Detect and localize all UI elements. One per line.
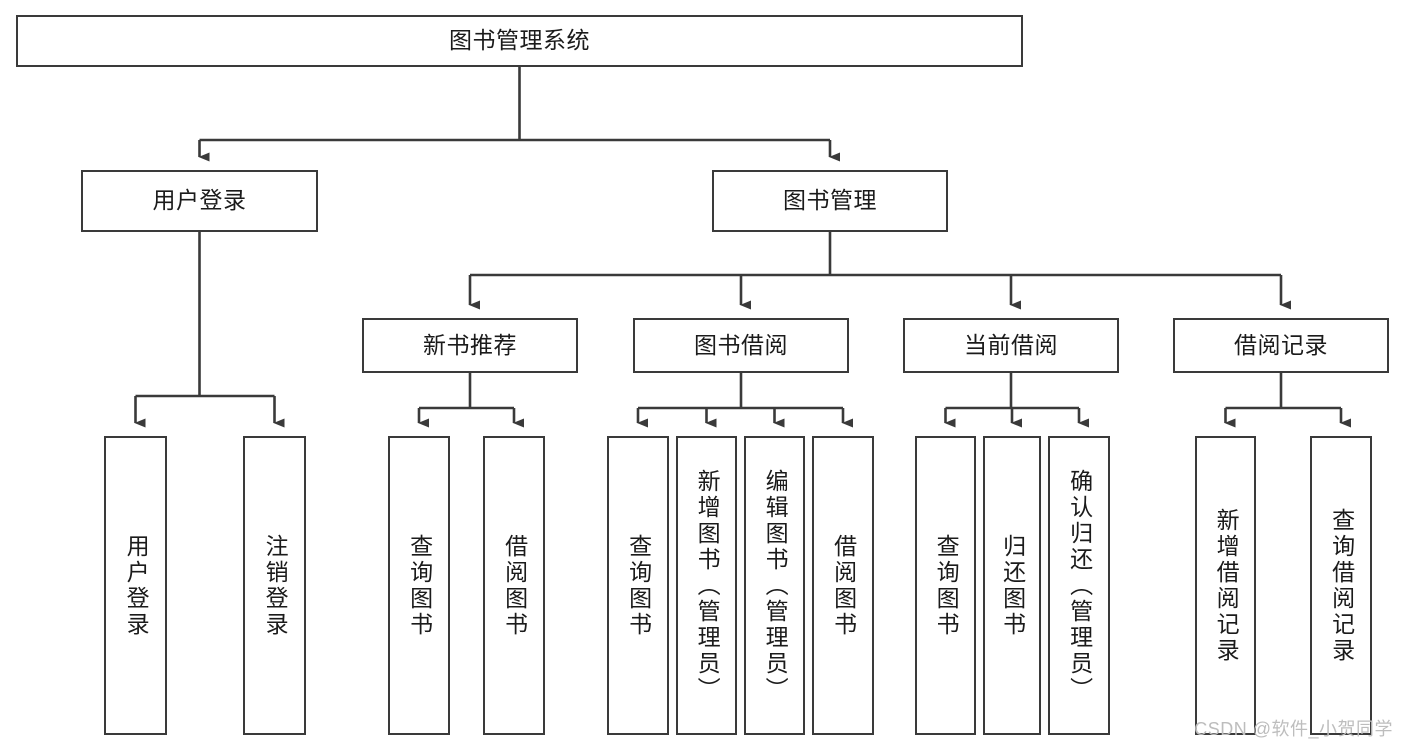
node-leaf-query-book-c[interactable]: 查询图书: [915, 436, 976, 735]
node-current-borrow[interactable]: 当前借阅: [903, 318, 1119, 373]
node-book-borrow[interactable]: 图书借阅: [633, 318, 849, 373]
node-label: 查询图书: [625, 533, 652, 638]
node-label: 新增借阅记录: [1213, 507, 1240, 664]
node-label: 当前借阅: [964, 331, 1058, 358]
node-label: 借阅图书: [830, 533, 857, 638]
node-label: 用户登录: [123, 533, 150, 638]
node-leaf-query-record[interactable]: 查询借阅记录: [1310, 436, 1372, 735]
node-label: 借阅图书: [501, 533, 528, 638]
node-borrow-record[interactable]: 借阅记录: [1173, 318, 1389, 373]
node-label: 新书推荐: [423, 331, 517, 358]
node-label: 查询图书: [933, 533, 960, 638]
node-label: 图书管理系统: [449, 27, 590, 54]
node-label: 注销登录: [262, 533, 289, 638]
node-leaf-user-logout[interactable]: 注销登录: [243, 436, 306, 735]
node-new-book-recommend[interactable]: 新书推荐: [362, 318, 578, 373]
node-user-login[interactable]: 用户登录: [81, 170, 318, 232]
node-label: 用户登录: [152, 187, 247, 214]
node-label: 图书管理: [783, 187, 877, 214]
node-leaf-borrow-book-a[interactable]: 借阅图书: [483, 436, 545, 735]
node-book-manage[interactable]: 图书管理: [712, 170, 948, 232]
node-label: 查询借阅记录: [1328, 507, 1355, 664]
node-leaf-add-record[interactable]: 新增借阅记录: [1195, 436, 1256, 735]
node-label: 新增图书（管理员）: [694, 468, 721, 703]
node-leaf-confirm-return[interactable]: 确认归还（管理员）: [1048, 436, 1110, 735]
node-leaf-query-book-a[interactable]: 查询图书: [388, 436, 450, 735]
node-leaf-add-book[interactable]: 新增图书（管理员）: [676, 436, 737, 735]
node-label: 确认归还（管理员）: [1066, 468, 1093, 703]
node-leaf-borrow-book-b[interactable]: 借阅图书: [812, 436, 874, 735]
node-label: 查询图书: [406, 533, 433, 638]
node-leaf-query-book-b[interactable]: 查询图书: [607, 436, 669, 735]
node-label: 编辑图书（管理员）: [762, 468, 789, 703]
node-label: 借阅记录: [1234, 331, 1328, 358]
node-leaf-user-login[interactable]: 用户登录: [104, 436, 167, 735]
node-root[interactable]: 图书管理系统: [16, 15, 1023, 67]
node-leaf-return-book[interactable]: 归还图书: [983, 436, 1041, 735]
node-label: 图书借阅: [694, 331, 788, 358]
node-label: 归还图书: [999, 533, 1026, 638]
node-leaf-edit-book[interactable]: 编辑图书（管理员）: [744, 436, 805, 735]
watermark-text: CSDN @软件_小贺同学: [1194, 719, 1393, 739]
